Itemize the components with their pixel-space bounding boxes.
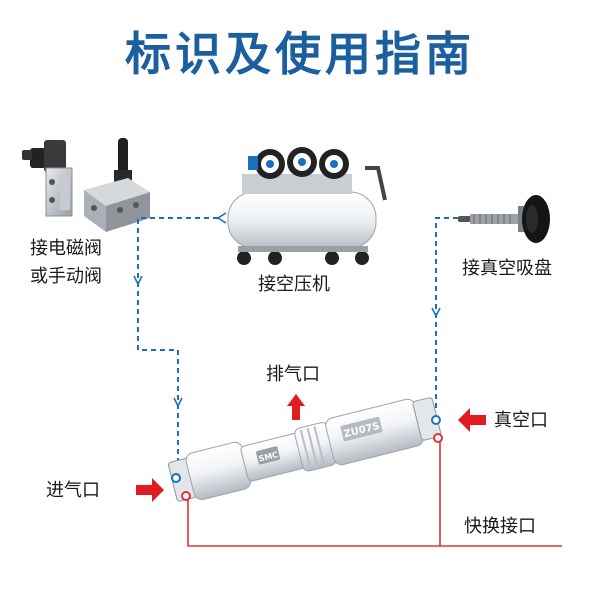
label-valve-line1: 接电磁阀: [30, 238, 102, 259]
vacuum-ejector: SMC ZU07S: [168, 397, 443, 502]
vacuum-port-red-ring: [433, 433, 443, 443]
label-suction-cup: 接真空吸盘: [462, 258, 552, 279]
inlet-port-red-ring: [181, 491, 191, 501]
solenoid-valve-image: [22, 140, 73, 217]
page-title: 标识及使用指南: [125, 27, 475, 81]
air-compressor-image: [227, 147, 387, 265]
inlet-arrow: [136, 478, 164, 502]
valve-images: [22, 138, 150, 232]
label-compressor: 接空压机: [258, 274, 330, 295]
vacuum-port-blue-ring: [431, 415, 441, 425]
quick-connector-line: [187, 442, 562, 547]
inlet-port-blue-ring: [171, 473, 181, 483]
label-inlet: 进气口: [46, 480, 100, 501]
label-quick-connector: 快换接口: [464, 516, 536, 537]
dashed-air-lines: [137, 217, 458, 476]
manual-valve-image: [84, 138, 150, 232]
label-vacuum-port: 真空口: [494, 410, 548, 431]
valve-to-inlet-line: [137, 217, 218, 476]
label-valve-line2: 或手动阀: [30, 266, 102, 287]
vacuum-port-arrow: [458, 408, 486, 432]
label-exhaust: 排气口: [266, 364, 320, 385]
suction-to-vacuum-line: [435, 217, 458, 408]
suction-cup-image: [458, 195, 550, 243]
flow-arrows: [133, 212, 441, 408]
exhaust-arrow: [287, 394, 305, 420]
